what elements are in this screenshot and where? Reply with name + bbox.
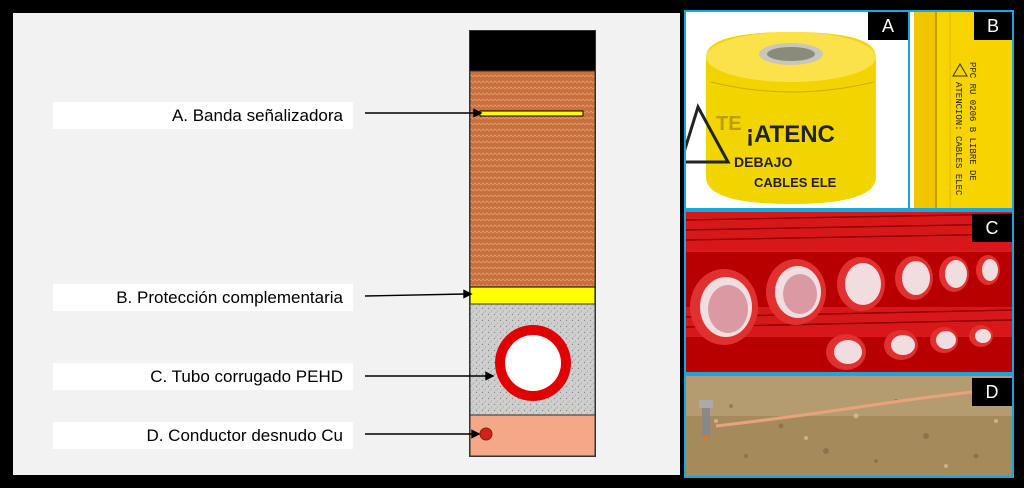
tape-print-3: CABLES ELE <box>754 175 837 190</box>
warning-tape-roll-image: ¡ATENC TE DEBAJO CABLES ELE <box>686 12 908 208</box>
soil-fill-layer <box>469 70 596 288</box>
photo-label-a: A <box>868 12 908 40</box>
photo-bare-conductor: D <box>684 374 1014 478</box>
warning-tape-layer <box>479 110 584 117</box>
photo-label-b: B <box>974 12 1012 40</box>
plate-print-1: ATENCION: CABLES ELEC <box>953 82 963 196</box>
label-conductor-desnudo: D. Conductor desnudo Cu <box>53 422 353 449</box>
protection-plate-image: ATENCION: CABLES ELEC PPC RU 0206 B LIBR… <box>910 12 1012 208</box>
photo-corrugated-tubes: C <box>684 210 1014 374</box>
asphalt-layer <box>470 31 595 71</box>
photo-label-d: D <box>972 378 1012 406</box>
label-proteccion-complementaria: B. Protección complementaria <box>53 284 353 311</box>
tape-print-1: ¡ATENC <box>746 121 835 148</box>
label-tubo-corrugado: C. Tubo corrugado PEHD <box>53 363 353 390</box>
arrow-b <box>364 293 466 297</box>
label-banda-senalizadora: A. Banda señalizadora <box>53 102 353 129</box>
protection-plate-layer <box>469 286 596 305</box>
tape-print-4: TE <box>716 113 742 135</box>
tape-print-2: DEBAJO <box>734 154 792 170</box>
corrugated-tube-inner <box>505 335 561 391</box>
bare-copper-conductor <box>479 427 493 441</box>
photo-label-c: C <box>972 214 1012 242</box>
bare-conductor-image <box>686 376 1012 476</box>
photo-warning-tape: ¡ATENC TE DEBAJO CABLES ELE A <box>684 10 910 210</box>
photo-protection-plate: ATENCION: CABLES ELEC PPC RU 0206 B LIBR… <box>908 10 1014 210</box>
corrugated-tubes-image <box>686 212 1012 372</box>
plate-print-2: PPC RU 0206 B LIBRE DE <box>967 62 977 181</box>
trench-cross-section <box>364 30 596 457</box>
main-diagram-panel: A. Banda señalizadora B. Protección comp… <box>13 13 680 475</box>
